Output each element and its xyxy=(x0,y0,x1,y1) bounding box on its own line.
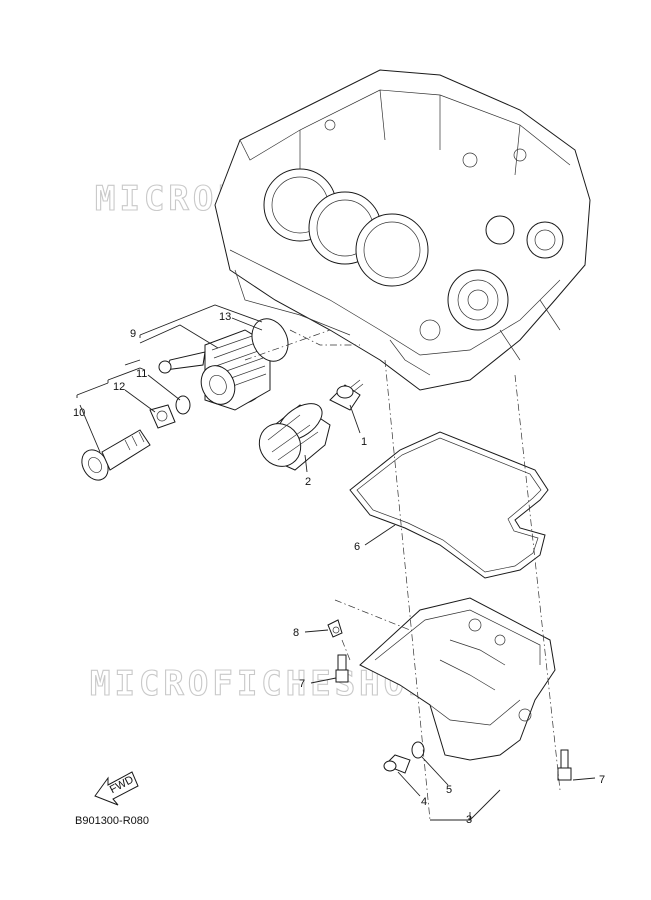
callout-11: 11 xyxy=(136,368,147,380)
o-ring-11 xyxy=(175,395,191,415)
union-bolt xyxy=(329,379,364,411)
callout-6: 6 xyxy=(354,541,360,553)
callout-10: 10 xyxy=(73,407,85,419)
clamp-8 xyxy=(327,619,343,638)
drain-bolt xyxy=(383,754,411,774)
fwd-arrow-icon: FWD xyxy=(94,771,139,806)
oil-pan-gasket xyxy=(349,431,549,579)
bolt-7-right xyxy=(557,749,572,781)
callout-2: 2 xyxy=(305,476,311,488)
callout-8: 8 xyxy=(293,627,299,639)
bolt-10 xyxy=(81,429,151,481)
oil-cooler xyxy=(158,329,271,411)
callout-7-left: 7 xyxy=(299,678,305,690)
callout-7-right: 7 xyxy=(599,774,605,786)
leader-lines xyxy=(76,304,596,821)
drain-gasket xyxy=(411,741,425,759)
oil-filter xyxy=(258,403,331,471)
callout-12: 12 xyxy=(113,381,125,393)
callout-3: 3 xyxy=(466,814,472,826)
callout-5: 5 xyxy=(446,784,452,796)
callout-9: 9 xyxy=(130,328,136,340)
diagram-code: B901300-R080 xyxy=(75,815,149,827)
assembly-lines xyxy=(244,329,561,821)
washer-12 xyxy=(149,404,176,429)
callout-1: 1 xyxy=(361,436,367,448)
callout-13: 13 xyxy=(219,311,231,323)
crankcase-drawing xyxy=(214,69,591,391)
callout-4: 4 xyxy=(421,796,427,808)
bolt-7-left xyxy=(335,654,349,683)
callouts: 1 2 3 4 5 6 7 7 8 9 10 11 12 13 xyxy=(73,311,605,826)
oil-pan xyxy=(359,597,556,761)
